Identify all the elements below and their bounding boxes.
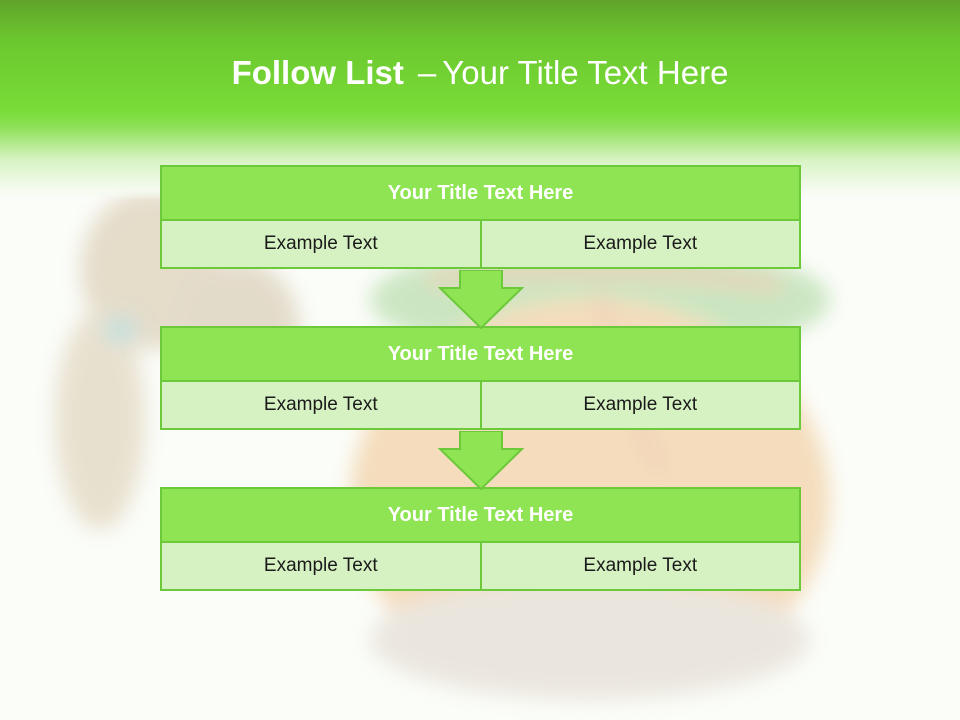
list-block-3: Your Title Text Here Example Text Exampl… xyxy=(160,487,801,591)
block-header: Your Title Text Here xyxy=(160,165,801,221)
block-header: Your Title Text Here xyxy=(160,326,801,382)
down-arrow-icon xyxy=(438,270,524,330)
block-row: Example Text Example Text xyxy=(160,380,801,430)
block-row: Example Text Example Text xyxy=(160,219,801,269)
block-cell-right: Example Text xyxy=(479,541,801,591)
slide-title: Follow List–Your Title Text Here xyxy=(0,54,960,92)
block-header: Your Title Text Here xyxy=(160,487,801,543)
block-cell-right: Example Text xyxy=(479,219,801,269)
title-rest-part: Your Title Text Here xyxy=(442,54,729,91)
title-bold-part: Follow List xyxy=(231,54,404,91)
block-cell-left: Example Text xyxy=(160,380,482,430)
title-separator: – xyxy=(417,54,437,91)
list-block-2: Your Title Text Here Example Text Exampl… xyxy=(160,326,801,430)
down-arrow-icon xyxy=(438,431,524,491)
block-cell-right: Example Text xyxy=(479,380,801,430)
block-row: Example Text Example Text xyxy=(160,541,801,591)
block-cell-left: Example Text xyxy=(160,219,482,269)
list-block-1: Your Title Text Here Example Text Exampl… xyxy=(160,165,801,269)
block-cell-left: Example Text xyxy=(160,541,482,591)
